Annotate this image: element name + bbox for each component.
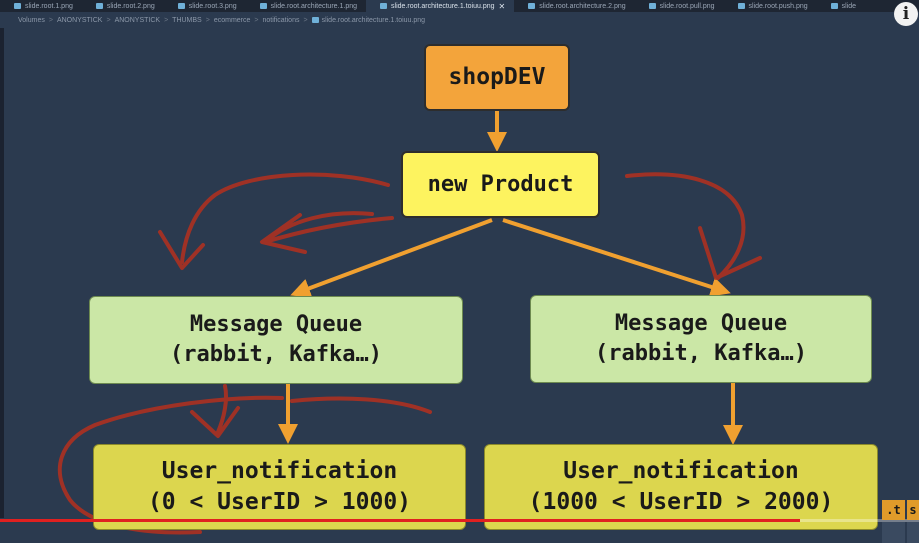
image-file-icon <box>528 3 536 9</box>
annotation-stroke <box>698 226 762 280</box>
tab-label: slide.root.2.png <box>106 2 155 10</box>
tab-label: slide.root.push.png <box>748 2 808 10</box>
corner-tile <box>907 522 919 543</box>
breadcrumb-separator: > <box>254 16 259 24</box>
corner-label: s <box>907 500 919 520</box>
breadcrumb: Volumes> ANONYSTICK> ANONYSTICK> THUMBS>… <box>0 12 919 28</box>
new-product-label: new Product <box>427 171 574 197</box>
tab-slide-root-2[interactable]: slide.root.2.png <box>82 0 164 12</box>
user-notification-title: User_notification <box>161 457 398 484</box>
message-queue-subtitle: (rabbit, Kafka…) <box>595 341 807 366</box>
breadcrumb-separator: > <box>106 16 111 24</box>
tab-label: slide.root.architecture.2.png <box>539 2 626 10</box>
annotation-stroke <box>216 384 229 434</box>
message-queue-title: Message Queue <box>614 311 788 337</box>
annotation-stroke <box>190 406 240 438</box>
message-queue-left-node: Message Queue (rabbit, Kafka…) <box>89 296 463 384</box>
tab-label: slide <box>841 2 857 10</box>
message-queue-subtitle: (rabbit, Kafka…) <box>170 342 382 367</box>
breadcrumb-item-current[interactable]: slide.root.architecture.1.toiuu.png <box>321 16 426 24</box>
tab-slide-root-1[interactable]: slide.root.1.png <box>0 0 82 12</box>
tab-slide-root-architecture-1-toiuu[interactable]: slide.root.architecture.1.toiuu.png✕ <box>366 0 515 12</box>
arrow-product-to-queue-left <box>290 218 493 298</box>
tab-slide-root-push[interactable]: slide.root.push.png <box>724 0 817 12</box>
corner-label: .t <box>882 500 905 520</box>
info-button[interactable]: i <box>894 2 918 26</box>
tab-slide-root-architecture-1[interactable]: slide.root.architecture.1.png <box>246 0 366 12</box>
user-notification-right-node: User_notification (1000 < UserID > 2000) <box>484 444 878 530</box>
annotation-stroke <box>290 396 432 414</box>
tab-label: slide.root.1.png <box>25 2 73 10</box>
shopdev-label: shopDEV <box>448 63 546 90</box>
annotation-stroke <box>158 230 205 270</box>
image-file-icon <box>259 3 267 9</box>
tab-label: slide.root.architecture.1.toiuu.png <box>391 2 495 10</box>
breadcrumb-item[interactable]: ANONYSTICK <box>56 16 103 24</box>
image-file-icon <box>737 3 745 9</box>
video-progress-bar[interactable] <box>0 519 919 522</box>
tab-slide-root-pull[interactable]: slide.root.pull.png <box>635 0 724 12</box>
corner-widget: .t s <box>882 500 919 543</box>
breadcrumb-separator: > <box>205 16 210 24</box>
tab-bar: slide.root.1.png slide.root.2.png slide.… <box>0 0 919 12</box>
breadcrumb-separator: > <box>164 16 169 24</box>
annotation-stroke <box>625 172 746 280</box>
breadcrumb-item[interactable]: ecommerce <box>213 16 251 24</box>
image-file-icon <box>380 3 388 9</box>
tab-label: slide.root.architecture.1.png <box>270 2 358 10</box>
info-icon: i <box>902 4 910 24</box>
video-progress-fill <box>0 519 800 522</box>
message-queue-right-node: Message Queue (rabbit, Kafka…) <box>530 295 872 383</box>
user-notification-range: (1000 < UserID > 2000) <box>528 489 834 515</box>
breadcrumb-item[interactable]: notifications <box>262 16 300 24</box>
annotation-stroke <box>180 172 390 264</box>
image-file-icon <box>95 3 103 9</box>
tab-slide-root-architecture-2[interactable]: slide.root.architecture.2.png <box>514 0 634 12</box>
tab-label: slide.root.pull.png <box>659 2 715 10</box>
image-file-icon <box>830 3 838 9</box>
user-notification-range: (0 < UserID > 1000) <box>147 489 412 515</box>
activity-bar <box>0 28 4 518</box>
close-icon[interactable]: ✕ <box>498 1 506 11</box>
user-notification-left-node: User_notification (0 < UserID > 1000) <box>93 444 466 530</box>
annotation-strokes <box>57 172 762 535</box>
breadcrumb-item[interactable]: Volumes <box>18 16 45 24</box>
user-notification-title: User_notification <box>563 457 799 484</box>
breadcrumb-separator: > <box>303 16 308 24</box>
image-file-icon <box>311 17 319 23</box>
message-queue-title: Message Queue <box>189 312 363 338</box>
image-file-icon <box>177 3 185 9</box>
new-product-node: new Product <box>401 151 600 218</box>
corner-tile <box>882 522 905 543</box>
tab-label: slide.root.3.png <box>188 2 237 10</box>
breadcrumb-separator: > <box>48 16 53 24</box>
breadcrumb-item[interactable]: THUMBS <box>172 16 202 24</box>
annotation-stroke <box>260 213 307 254</box>
shopdev-node: shopDEV <box>424 44 570 111</box>
breadcrumb-item[interactable]: ANONYSTICK <box>114 16 161 24</box>
image-file-icon <box>648 3 656 9</box>
image-file-icon <box>14 3 21 9</box>
arrow-product-to-queue-right <box>502 218 731 297</box>
tab-slide-root-3[interactable]: slide.root.3.png <box>164 0 246 12</box>
tab-slide-overflow[interactable]: slide <box>817 0 865 12</box>
